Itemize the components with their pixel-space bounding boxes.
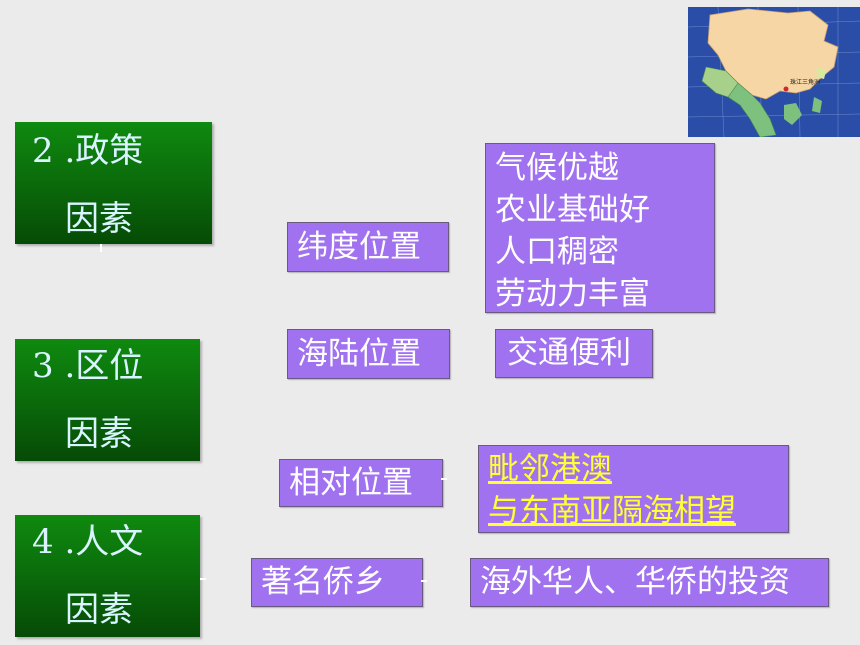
overseas-hometown-box: 著名侨乡 (251, 558, 423, 607)
latitude-position-box: 纬度位置 (287, 222, 449, 272)
connector-mark-3 (200, 578, 206, 580)
policy-factor-box: 2 .政策 因素 (15, 122, 212, 244)
neighbors-link-2[interactable]: 与东南亚隔海相望 (488, 493, 736, 529)
overseas-investment-box: 海外华人、华侨的投资 (470, 558, 829, 607)
transport-label: 交通便利 (507, 335, 631, 371)
climate-advantages-box: 气候优越 农业基础好 人口稠密 劳动力丰富 (485, 143, 715, 313)
climate-item-2: 农业基础好 (495, 192, 650, 228)
humanistic-factor-box: 4 .人文 因素 (15, 515, 200, 637)
land-sea-position-box: 海陆位置 (287, 329, 450, 379)
land-sea-position-label: 海陆位置 (297, 336, 421, 372)
relative-position-box: 相对位置 (279, 459, 443, 507)
map-label: 珠江三角洲 (790, 78, 820, 86)
climate-item-4: 劳动力丰富 (495, 276, 650, 312)
connector-mark-2 (441, 478, 447, 480)
connector-mark-4 (421, 580, 427, 582)
humanistic-factor-line1: 4 .人文 (32, 522, 144, 562)
relative-position-label: 相对位置 (289, 465, 413, 501)
map-graphic: 珠江三角洲 (688, 7, 860, 137)
china-region-map: 珠江三角洲 (688, 7, 860, 137)
policy-factor-line1: 2 .政策 (32, 131, 144, 171)
policy-factor-line2: 因素 (65, 199, 133, 239)
latitude-position-label: 纬度位置 (297, 229, 421, 265)
location-factor-line1: 3 .区位 (32, 346, 144, 386)
neighbors-box: 毗邻港澳 与东南亚隔海相望 (478, 445, 789, 533)
humanistic-factor-line2: 因素 (65, 590, 133, 630)
connector-mark-1 (100, 244, 102, 252)
climate-item-1: 气候优越 (495, 150, 619, 186)
location-factor-line2: 因素 (65, 414, 133, 454)
location-factor-box: 3 .区位 因素 (15, 339, 200, 461)
neighbors-link-1[interactable]: 毗邻港澳 (488, 451, 612, 487)
overseas-hometown-label: 著名侨乡 (261, 564, 385, 600)
climate-item-3: 人口稠密 (495, 234, 619, 270)
overseas-investment-label: 海外华人、华侨的投资 (480, 564, 790, 600)
transport-box: 交通便利 (495, 329, 653, 378)
